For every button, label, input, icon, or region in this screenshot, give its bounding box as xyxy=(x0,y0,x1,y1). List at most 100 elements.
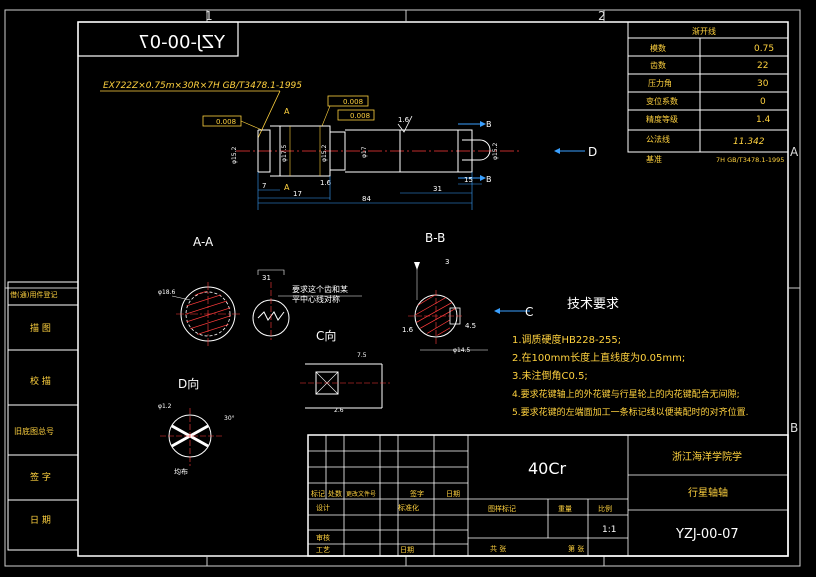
tb-left-0: 设计 xyxy=(316,503,330,512)
tech-requirements: 技术要求 1.调质硬度HB228-255; 2.在100mm长度上直线度为0.0… xyxy=(512,297,748,418)
tb-header-3: 签字 xyxy=(410,489,424,498)
param-value-4: 1.4 xyxy=(756,115,771,125)
param-value-1: 22 xyxy=(757,61,768,71)
tb-left-3: 工艺 xyxy=(316,546,330,554)
tb-header-1: 处数 xyxy=(328,489,342,498)
param-label-6: 基准 xyxy=(646,154,662,164)
tolerance-3: 0.008 xyxy=(350,112,370,120)
view-d-label: D向 xyxy=(178,376,199,391)
section-aa-label: A-A xyxy=(193,235,214,249)
dim-dia-4: φ17 xyxy=(361,146,368,158)
zone-label-1: 1 xyxy=(205,9,213,23)
tb-right-4: 第 张 xyxy=(568,544,584,553)
dim-length-17: 17 xyxy=(293,190,302,198)
param-value-0: 0.75 xyxy=(754,44,774,54)
mirrored-code-box xyxy=(77,21,239,57)
dim-length-15: 15 xyxy=(464,176,473,184)
view-c: C向 7.5 2.6 xyxy=(300,328,390,414)
tb-part-name: 行星轴轴 xyxy=(688,486,728,499)
tb-left-2: 审核 xyxy=(316,533,330,542)
c-dim-2-6: 2.6 xyxy=(334,407,344,414)
left-strip-3: 旧底图总号 xyxy=(14,426,54,436)
tb-right-0: 图样标记 xyxy=(488,504,516,513)
zone-label-b: B xyxy=(790,421,798,435)
zone-label-a: A xyxy=(790,145,799,159)
view-arrow-d: D xyxy=(588,145,597,159)
tb-drawing-no: YZJ-00-07 xyxy=(675,527,739,542)
param-label-0: 模数 xyxy=(650,43,666,53)
left-strip-1: 描 图 xyxy=(30,322,51,334)
d-angle: 30° xyxy=(224,415,235,422)
param-value-2: 30 xyxy=(757,79,769,89)
aa-bracket: 31 xyxy=(262,274,271,282)
d-uniform: 均布 xyxy=(174,467,188,476)
tb-right-3: 共 张 xyxy=(490,544,506,553)
dim-length-31: 31 xyxy=(433,185,442,193)
tech-item-1: 1.调质硬度HB228-255; xyxy=(512,333,621,346)
tech-item-4: 4.要求花键轴上的外花键与行星轮上的内花键配合无间隙; xyxy=(512,388,740,400)
bb-dia: φ14.5 xyxy=(453,347,471,354)
param-table-header: 渐开线 xyxy=(692,26,716,36)
spline-spec: EX722Z×0.75m×30R×7H GB/T3478.1-1995 xyxy=(103,81,302,91)
tech-item-2: 2.在100mm长度上直线度为0.05mm; xyxy=(512,351,685,364)
view-d: D向 φ1.2 30° 均布 xyxy=(158,376,235,476)
tb-material: 40Cr xyxy=(528,459,567,478)
datum-b-bottom: B xyxy=(486,175,492,184)
tech-title: 技术要求 xyxy=(567,297,619,312)
tb-header-4: 日期 xyxy=(446,490,460,498)
datum-a-bottom: A xyxy=(284,183,290,192)
tb-left-4: 日期 xyxy=(400,546,414,554)
left-strip-5: 日 期 xyxy=(30,515,51,526)
c-dim-7-5: 7.5 xyxy=(357,352,367,359)
param-label-4: 精度等级 xyxy=(646,114,678,124)
roughness-1: 1.6 xyxy=(398,116,410,124)
dim-dia-2: φ17.5 xyxy=(281,145,288,163)
tb-scale: 1:1 xyxy=(602,525,616,535)
section-aa: A-A φ18.6 31 要求这个齿和某 平中心线对称 xyxy=(158,235,362,346)
main-shaft-view: EX722Z×0.75m×30R×7H GB/T3478.1-1995 0.00… xyxy=(100,81,597,210)
view-c-label: C向 xyxy=(316,328,336,343)
left-strip-2: 校 描 xyxy=(30,375,51,387)
zone-label-2: 2 xyxy=(598,9,606,23)
aa-note-1: 要求这个齿和某 xyxy=(292,284,348,294)
aa-dia: φ18.6 xyxy=(158,289,176,296)
tolerance-2: 0.008 xyxy=(343,98,363,106)
d-dia: φ1.2 xyxy=(158,403,172,410)
tb-left-1: 标准化 xyxy=(398,503,419,512)
tb-header-0: 标记 xyxy=(311,489,325,498)
param-value-5: 11.342 xyxy=(733,137,765,147)
param-label-2: 压力角 xyxy=(648,78,672,88)
tb-right-1: 重量 xyxy=(558,505,572,513)
mirrored-code: YZJ-00-07 xyxy=(138,32,226,53)
param-table: 渐开线 模数 0.75 齿数 22 压力角 30 变位系数 0 精度等级 1.4… xyxy=(627,21,789,164)
param-label-1: 齿数 xyxy=(650,60,666,70)
tech-item-3: 3.未注倒角C0.5; xyxy=(512,369,588,382)
aa-note-2: 平中心线对称 xyxy=(292,294,340,304)
tb-header-2: 更改文件号 xyxy=(346,490,376,498)
bb-dim-1-6: 1.6 xyxy=(402,326,414,334)
section-bb-label: B-B xyxy=(425,231,445,245)
dim-dia-5: φ15.2 xyxy=(492,143,499,161)
dim-dia-1: φ15.2 xyxy=(231,147,238,165)
bb-dim-3: 3 xyxy=(445,258,449,266)
title-block: 40Cr 浙江海洋学院学 行星轴轴 YZJ-00-07 1:1 标记 处数 更改… xyxy=(307,434,789,557)
dim-dia-3: φ15.2 xyxy=(321,145,328,163)
view-arrow-c: C xyxy=(525,305,533,319)
datum-a-top: A xyxy=(284,107,290,116)
left-strip-0: 借(通)用件登记 xyxy=(10,290,57,299)
datum-b-top: B xyxy=(486,120,492,129)
tolerance-1: 0.008 xyxy=(216,118,236,126)
param-label-5: 公法线 xyxy=(646,134,670,144)
tb-right-2: 比例 xyxy=(598,504,612,513)
left-strip: 借(通)用件登记 描 图 校 描 旧底图总号 签 字 日 期 xyxy=(7,281,79,551)
section-bb: B-B 3 4.5 1.6 φ14.5 C xyxy=(402,231,533,354)
tech-item-5: 5.要求花键的左端面加工一条标记线以便装配时的对齐位置. xyxy=(512,406,748,418)
bb-dim-4-5: 4.5 xyxy=(465,322,476,330)
tb-company: 浙江海洋学院学 xyxy=(672,450,742,463)
left-strip-4: 签 字 xyxy=(30,471,51,483)
param-label-3: 变位系数 xyxy=(646,96,678,106)
param-value-6: 7H GB/T3478.1-1995 xyxy=(716,156,784,164)
param-value-3: 0 xyxy=(760,97,766,107)
dim-length-84: 84 xyxy=(362,195,371,203)
